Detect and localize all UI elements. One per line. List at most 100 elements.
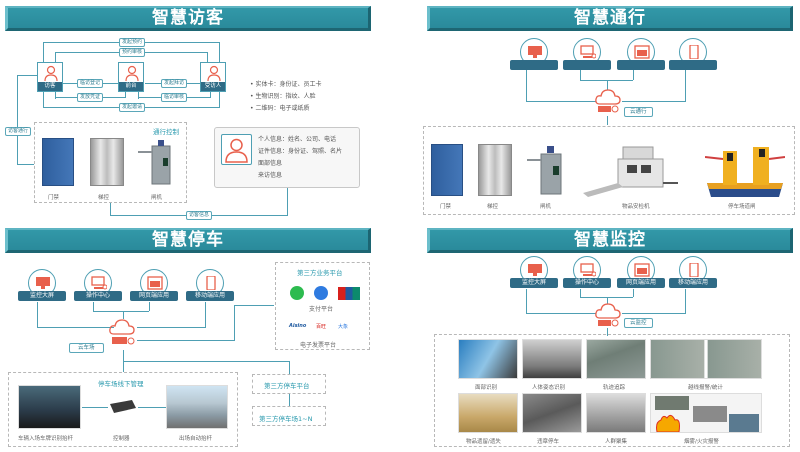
- flow-line: [633, 289, 634, 297]
- client-label: 操作中心: [74, 291, 122, 301]
- browser-icon: [147, 276, 163, 290]
- phone-icon: [689, 263, 699, 277]
- door-image: [431, 144, 463, 196]
- flow-line: [607, 116, 608, 125]
- flow-line: [205, 302, 206, 328]
- device-caption: 停车场道闸: [728, 204, 756, 210]
- alipay-icon: [314, 286, 328, 300]
- elevator-image: [90, 138, 124, 186]
- device-caption: 闸机: [151, 195, 163, 201]
- role-host: 受访人: [200, 62, 226, 92]
- browser-icon: [634, 45, 650, 59]
- flow-line: [580, 80, 633, 81]
- monitor-icon: [36, 277, 50, 289]
- flow-line: [210, 91, 211, 98]
- client-label: 监控大屏: [510, 278, 558, 288]
- info-item: 面部信息: [258, 160, 283, 167]
- credential-item: • 二维码：电子或纸质: [250, 105, 310, 112]
- scene-caption: 人体姿态识别: [532, 385, 566, 391]
- scene-caption: 轨迹追踪: [603, 385, 626, 391]
- flow-line: [137, 327, 206, 328]
- scene-line-crossing-image: [650, 339, 762, 379]
- flow-line: [622, 313, 686, 314]
- device-caption: 梯控: [487, 204, 499, 210]
- fire-icon: [655, 396, 759, 432]
- turnstile-image: [527, 146, 562, 195]
- scene-group: [434, 334, 790, 447]
- avatar-frame: [221, 134, 252, 165]
- panel-title: 智慧停车: [5, 228, 371, 253]
- scene-caption: 越线报警/统计: [688, 385, 723, 391]
- flow-line: [234, 305, 235, 341]
- role-label: 访客: [38, 82, 62, 91]
- device-caption: 控制器: [113, 436, 130, 442]
- role-reception: 前台: [118, 62, 144, 92]
- scene-caption: 物品遗留/遗失: [466, 439, 501, 445]
- third-party-parking: 第三方停车平台: [264, 382, 310, 390]
- third-party-lots-box[interactable]: [252, 406, 326, 426]
- flow-line: [289, 361, 290, 375]
- flow-line: [607, 328, 608, 336]
- info-item: 个人信息：姓名、公司、电话: [258, 136, 337, 143]
- flow-line: [580, 297, 633, 298]
- parking-barrier-image: [705, 147, 785, 197]
- offline-management-group: [8, 372, 238, 447]
- flow-line: [526, 70, 527, 102]
- flow-line: [17, 164, 34, 165]
- scene-fire-smoke-image: [650, 393, 762, 433]
- payment-label: 支付平台: [309, 306, 334, 313]
- flow-line: [580, 289, 581, 297]
- third-party-lots: 第三方停车场1~N: [259, 415, 313, 423]
- cloud-label: 云车场: [69, 343, 104, 353]
- flow-line: [55, 52, 56, 62]
- flow-line: [287, 188, 288, 216]
- scene-face-recognition-image: [458, 339, 518, 379]
- invoice-label: 电子发票平台: [300, 342, 337, 349]
- flow-label: 临访审核: [161, 93, 188, 102]
- flow-line: [123, 311, 124, 319]
- browser-icon: [634, 263, 650, 277]
- computer-icon: [580, 263, 596, 277]
- exit-barrier-image: [166, 385, 228, 429]
- client-label: 移动端应用: [186, 291, 234, 301]
- info-item: 证件信息：身份证、驾照、名片: [258, 148, 343, 155]
- flow-line: [125, 91, 126, 98]
- flow-label: 发放凭证: [77, 93, 104, 102]
- flow-label: 发起预约: [119, 38, 146, 47]
- cloud-server-icon: [595, 89, 621, 113]
- scene-pose-recognition-image: [522, 339, 582, 379]
- invoice-logo-aisino: Aisino: [289, 323, 307, 329]
- door-image: [42, 138, 74, 186]
- person-icon: [225, 138, 248, 163]
- monitor-icon: [528, 264, 542, 276]
- flow-line: [138, 407, 166, 408]
- flow-label: 预约审核: [119, 48, 146, 57]
- device-caption: 闸机: [540, 204, 552, 210]
- flow-line: [289, 393, 290, 406]
- scene-trajectory-image: [586, 339, 646, 379]
- device-group: [423, 126, 795, 215]
- scene-caption: 面部识别: [475, 385, 498, 391]
- flow-line: [219, 42, 220, 62]
- entry-camera-image: [18, 385, 81, 429]
- monitor-icon: [528, 46, 542, 58]
- flow-line: [607, 297, 608, 304]
- scene-caption: 人群聚集: [605, 439, 628, 445]
- flow-line: [526, 101, 596, 102]
- device-caption: 车辆入场车牌识别抬杆: [18, 436, 74, 442]
- flow-line: [526, 289, 527, 313]
- third-party-group: [275, 262, 370, 350]
- third-party-parking-box[interactable]: [252, 374, 326, 394]
- flow-label: 临访登记: [77, 79, 104, 88]
- flow-line: [43, 42, 44, 62]
- flow-line: [93, 311, 149, 312]
- flow-line: [207, 52, 208, 62]
- client-bar: [510, 60, 558, 70]
- device-caption: 梯控: [98, 195, 110, 201]
- flow-label: 发起拜访: [161, 79, 188, 88]
- device-caption: 门禁: [440, 204, 452, 210]
- client-bar: [669, 60, 717, 70]
- cloud-label: 云监控: [624, 318, 653, 328]
- phone-icon: [689, 45, 699, 59]
- flow-line: [622, 101, 686, 102]
